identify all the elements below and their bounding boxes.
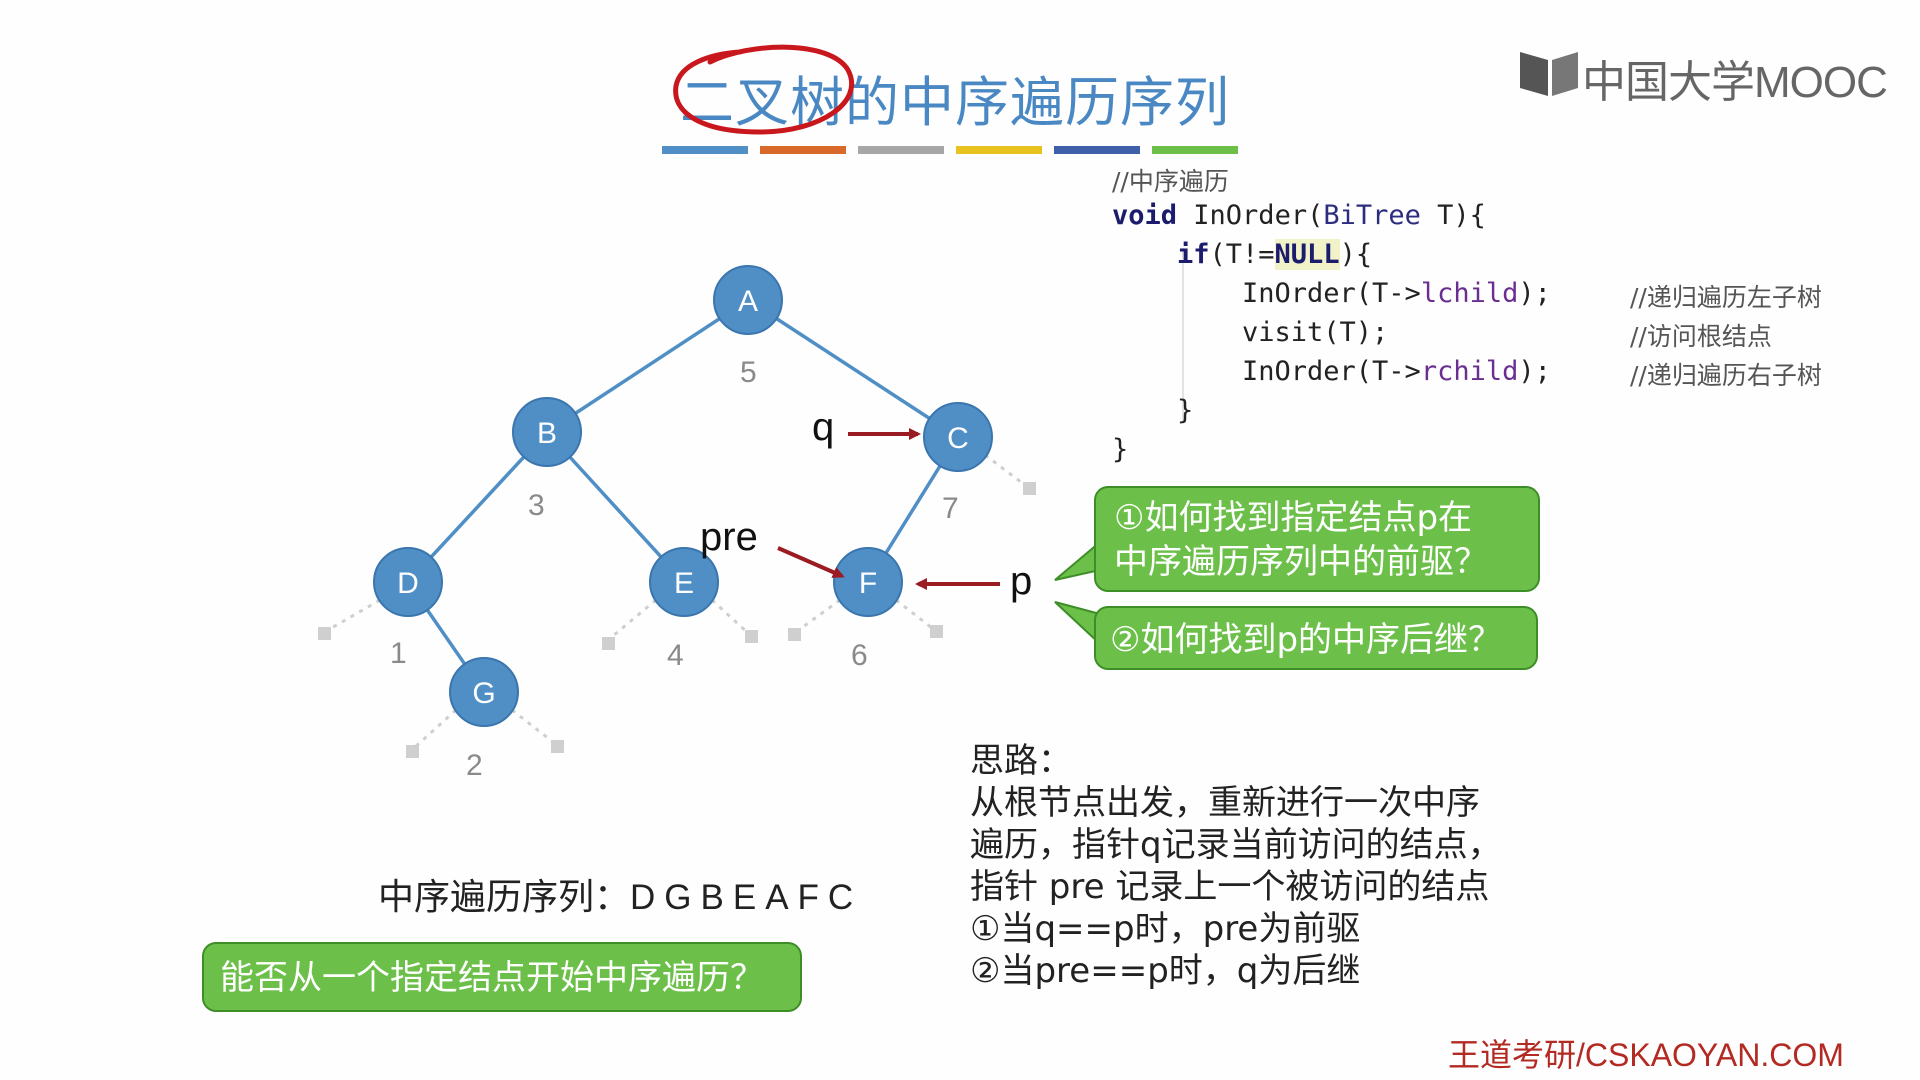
code-call-left-a: InOrder(T->: [1242, 278, 1421, 309]
node-label-c: C: [947, 422, 969, 455]
code-comment-left: //递归遍历左子树: [1630, 283, 1822, 312]
pointer-label-pre: pre: [700, 515, 758, 559]
code-close-inner: }: [1177, 395, 1194, 426]
code-param-rest: T){: [1420, 200, 1486, 231]
idea-line-1: 从根节点出发，重新进行一次中序: [970, 783, 1480, 823]
code-call-right-b: );: [1518, 356, 1551, 387]
code-call-right-a: InOrder(T->: [1242, 356, 1421, 387]
code-kw-void: void: [1112, 200, 1178, 231]
mooc-logo-icon: [1520, 52, 1578, 96]
node-label-d: D: [397, 567, 419, 600]
color-bar-segment: [1054, 146, 1140, 154]
tree-node-a: A: [713, 265, 783, 335]
pointer-label-q: q: [812, 405, 834, 449]
order-num-e: 4: [667, 639, 684, 672]
node-label-g: G: [472, 677, 495, 710]
code-if-close: ){: [1339, 239, 1373, 270]
null-links: [327, 453, 1026, 750]
node-label-b: B: [537, 417, 557, 450]
order-num-f: 6: [851, 639, 868, 672]
slide-title: 二叉树的中序遍历序列: [680, 71, 1230, 134]
color-bar-segment: [760, 146, 846, 154]
code-field-rchild: rchild: [1420, 356, 1519, 387]
code-close-outer: }: [1112, 434, 1129, 465]
order-num-c: 7: [942, 492, 959, 525]
color-bar-segment: [858, 146, 944, 154]
code-comment-title: //中序遍历: [1112, 167, 1229, 196]
tree-node-b: B: [512, 397, 582, 467]
color-bar-segment: [662, 146, 748, 154]
node-label-a: A: [738, 285, 758, 318]
question-1-line-1: ①如何找到指定结点p在: [1114, 498, 1473, 538]
code-kw-if: if: [1177, 239, 1210, 270]
pointer-label-p: p: [1010, 559, 1032, 603]
question-bubble-successor: ②如何找到p的中序后继？: [1094, 606, 1538, 670]
node-label-f: F: [859, 567, 877, 600]
code-if-cond: (T!=: [1209, 239, 1275, 270]
tree-node-e: E: [649, 547, 719, 617]
question-2-text: ②如何找到p的中序后继？: [1110, 620, 1503, 660]
code-field-lchild: lchild: [1420, 278, 1519, 309]
code-call-left-b: );: [1518, 278, 1551, 309]
order-num-b: 3: [528, 489, 545, 522]
inorder-sequence-value: DGBEAFC: [630, 878, 863, 917]
node-label-e: E: [674, 567, 694, 600]
color-bar-segment: [956, 146, 1042, 154]
idea-line-2: 遍历，指针q记录当前访问的结点，: [970, 825, 1502, 865]
footer-watermark: 王道考研/CSKAOYAN.COM: [1448, 1037, 1844, 1073]
idea-line-5: ②当pre==p时，q为后继: [970, 951, 1361, 991]
inorder-sequence: 中序遍历序列：DGBEAFC: [378, 868, 862, 920]
order-num-a: 5: [740, 356, 757, 389]
question-bubble-predecessor: ①如何找到指定结点p在 中序遍历序列中的前驱？: [1094, 486, 1540, 592]
tree-node-g: G: [449, 657, 519, 727]
code-indent-guide: [1182, 248, 1184, 420]
order-num-d: 1: [390, 637, 407, 670]
tree-node-d: D: [373, 547, 443, 617]
code-param-type: BiTree: [1323, 200, 1421, 231]
idea-line-4: ①当q==p时，pre为前驱: [970, 909, 1361, 949]
tree-node-c: C: [923, 402, 993, 472]
color-bar-segment: [1152, 146, 1238, 154]
pointer-arrow-pre: [777, 546, 845, 578]
code-func-name: InOrder(: [1177, 200, 1324, 231]
idea-block: 思路： 从根节点出发，重新进行一次中序 遍历，指针q记录当前访问的结点， 指针 …: [970, 740, 1502, 992]
tree-node-f: F: [833, 547, 903, 617]
bottom-question-text: 能否从一个指定结点开始中序遍历？: [220, 958, 764, 998]
code-comment-right: //递归遍历右子树: [1630, 361, 1822, 390]
null-markers: [318, 482, 1036, 758]
inorder-sequence-label: 中序遍历序列：: [378, 877, 631, 918]
edge-a-b: [546, 298, 749, 434]
code-block: //中序遍历 void InOrder(BiTree T){ if(T!=NUL…: [1112, 162, 1822, 565]
red-circle-annotation: [673, 44, 855, 135]
code-comment-visit: //访问根结点: [1630, 322, 1772, 351]
mooc-logo-text: 中国大学MOOC: [1582, 58, 1888, 107]
order-num-g: 2: [466, 749, 483, 782]
code-visit: visit(T);: [1242, 317, 1389, 348]
idea-line-3: 指针 pre 记录上一个被访问的结点: [970, 867, 1490, 907]
question-1-line-2: 中序遍历序列中的前驱？: [1114, 542, 1488, 582]
edge-a-c: [747, 298, 959, 439]
code-null: NULL: [1274, 239, 1340, 270]
question-bubble-start-node: 能否从一个指定结点开始中序遍历？: [202, 942, 802, 1012]
idea-heading: 思路：: [970, 741, 1072, 781]
